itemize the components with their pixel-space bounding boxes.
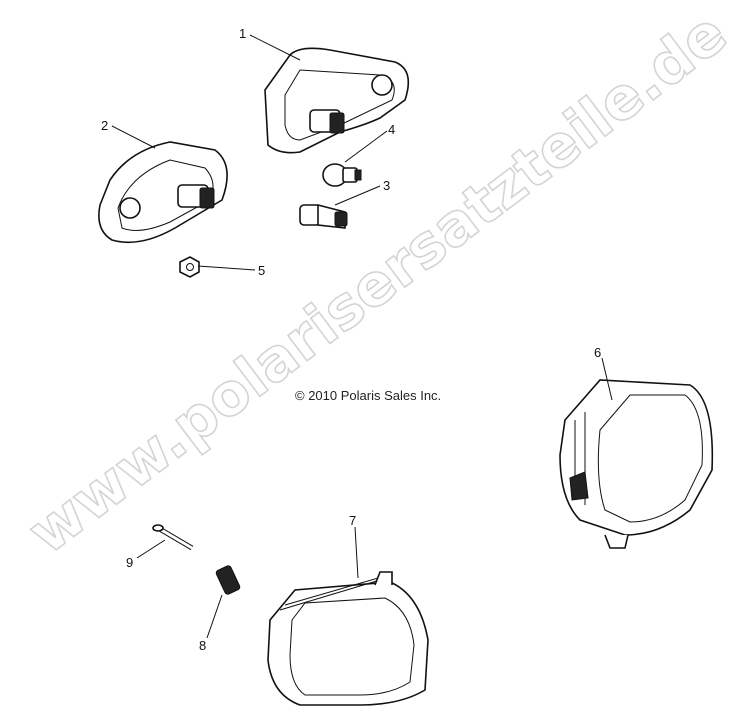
callout-7: 7 xyxy=(349,513,356,528)
part-7-headlight xyxy=(267,571,429,706)
callout-3: 3 xyxy=(383,178,390,193)
part-9-pin xyxy=(152,524,194,551)
callout-5: 5 xyxy=(258,263,265,278)
part-3-socket xyxy=(299,203,348,229)
leader-lines xyxy=(111,34,613,639)
callout-2: 2 xyxy=(101,118,108,133)
part-4-bulb xyxy=(322,163,362,187)
part-2-tail-light xyxy=(98,141,228,244)
part-8-spring xyxy=(215,565,241,595)
part-5-nut xyxy=(179,256,200,278)
part-1-tail-light xyxy=(264,47,410,154)
callout-8: 8 xyxy=(199,638,206,653)
callout-6: 6 xyxy=(594,345,601,360)
copyright-notice: © 2010 Polaris Sales Inc. xyxy=(295,388,441,403)
callout-4: 4 xyxy=(388,122,395,137)
part-6-headlight xyxy=(559,379,714,549)
callout-9: 9 xyxy=(126,555,133,570)
callout-1: 1 xyxy=(239,26,246,41)
